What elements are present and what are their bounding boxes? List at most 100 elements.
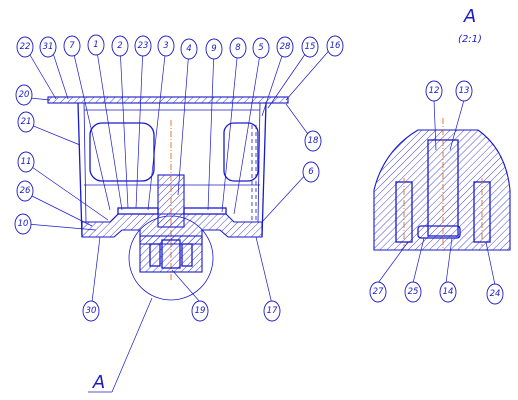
plate-strip [183, 207, 227, 215]
callout-25: 25 [404, 281, 422, 303]
callout-number: 27 [373, 287, 384, 297]
callout-number: 31 [43, 42, 54, 52]
callout-number: 6 [308, 167, 314, 177]
callout-15: 15 [301, 36, 319, 58]
callout-number: 12 [429, 86, 440, 96]
main-leaders [26, 44, 334, 305]
callout-9: 9 [205, 38, 223, 60]
left-outer-wall [77, 102, 83, 238]
left-window [89, 122, 155, 182]
callout-number: 21 [21, 117, 32, 127]
callout-balloon [369, 281, 387, 303]
callout-4: 4 [180, 38, 198, 60]
bearing-core [161, 239, 181, 269]
callout-number: 24 [490, 289, 501, 299]
right-outer-wall [261, 102, 267, 238]
callout-16: 16 [326, 35, 344, 57]
detail-view: A (2:1) [373, 6, 511, 251]
callout-number: 18 [308, 136, 319, 146]
callout-balloon [301, 36, 319, 58]
detail-title: A [463, 6, 476, 27]
callout-number: 10 [18, 219, 29, 229]
callout-number: 11 [21, 157, 32, 167]
callout-balloon [229, 37, 247, 59]
callout-18: 18 [304, 130, 322, 152]
callout-31: 31 [39, 36, 57, 58]
callout-balloon [304, 130, 322, 152]
callout-number: 25 [408, 287, 419, 297]
callout-number: 2 [117, 41, 122, 51]
callout-balloon [252, 37, 270, 59]
callout-balloon [425, 80, 443, 102]
callout-number: 20 [19, 90, 30, 100]
callout-8: 8 [229, 37, 247, 59]
callout-balloon [111, 35, 129, 57]
right-inner-wall [257, 102, 261, 223]
callout-number: 1 [93, 40, 98, 50]
callout-28: 28 [276, 36, 294, 58]
right-window [223, 122, 259, 182]
callout-balloon [157, 35, 175, 57]
callout-balloon [205, 38, 223, 60]
bearing-recess [181, 243, 193, 267]
callout-12: 12 [425, 80, 443, 102]
callout-balloon [134, 35, 152, 57]
callout-balloon [14, 213, 32, 235]
callout-balloon [82, 300, 100, 322]
callout-number: 3 [163, 41, 168, 51]
callout-10: 10 [14, 213, 32, 235]
callout-balloon [486, 283, 504, 305]
callout-number: 7 [69, 41, 75, 51]
callout-24: 24 [486, 283, 504, 305]
callout-balloon [455, 80, 473, 102]
callout-number: 28 [280, 42, 291, 52]
callout-number: 17 [267, 306, 278, 316]
callout-26: 26 [16, 180, 34, 202]
callout-number: 23 [138, 41, 149, 51]
callout-number: 5 [258, 43, 263, 53]
callout-number: 26 [20, 186, 31, 196]
callout-balloon [191, 300, 209, 322]
callout-balloon [276, 36, 294, 58]
callout-balloon [404, 281, 422, 303]
callout-number: 30 [86, 306, 97, 316]
callout-balloon [326, 35, 344, 57]
callout-22: 22 [16, 36, 34, 58]
callout-1: 1 [87, 34, 105, 56]
callout-7: 7 [63, 35, 81, 57]
callout-2: 2 [111, 35, 129, 57]
callout-balloon [63, 35, 81, 57]
callout-balloon [16, 180, 34, 202]
callout-number: 4 [186, 44, 191, 54]
callout-23: 23 [134, 35, 152, 57]
callout-19: 19 [191, 300, 209, 322]
callout-balloon [17, 151, 35, 173]
left-inner-wall [83, 102, 87, 223]
callout-3: 3 [157, 35, 175, 57]
callout-21: 21 [17, 111, 35, 133]
detail-leader [111, 297, 153, 393]
callout-13: 13 [455, 80, 473, 102]
callout-number: 19 [195, 306, 206, 316]
callout-balloon [16, 36, 34, 58]
callout-5: 5 [252, 37, 270, 59]
callout-11: 11 [17, 151, 35, 173]
callout-number: 16 [330, 41, 341, 51]
callout-20: 20 [15, 84, 33, 106]
bearing-block [139, 235, 203, 273]
callout-number: 22 [20, 42, 31, 52]
callout-number: 8 [235, 43, 241, 53]
callout-balloon [439, 281, 457, 303]
detail-leaders [377, 99, 496, 286]
callout-number: 14 [443, 287, 454, 297]
callout-balloon [39, 36, 57, 58]
callout-balloon [17, 111, 35, 133]
callout-14: 14 [439, 281, 457, 303]
callout-balloon [263, 300, 281, 322]
callout-number: 15 [305, 42, 316, 52]
plate-strip [117, 207, 159, 215]
callout-balloon [180, 38, 198, 60]
bearing-recess [149, 243, 161, 267]
